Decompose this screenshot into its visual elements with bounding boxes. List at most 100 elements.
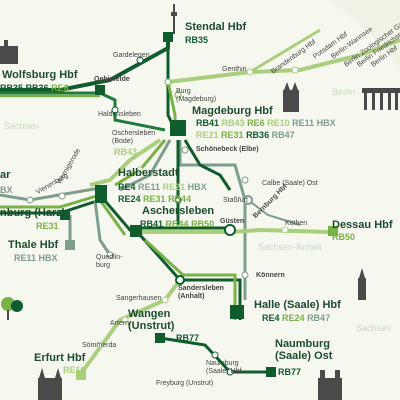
route-chip: RE31 bbox=[143, 194, 166, 204]
stop-genthin-node bbox=[164, 78, 172, 86]
label-freyburg: Freyburg (Unstrut) bbox=[156, 380, 214, 387]
route-chip: RB47 bbox=[271, 130, 295, 140]
route-chip: RB44 bbox=[165, 219, 189, 229]
hub-dessau: Dessau Hbf bbox=[332, 219, 393, 231]
stop-haldensleben bbox=[111, 106, 119, 114]
route-chip: RB50 bbox=[332, 232, 356, 242]
castle-icon bbox=[318, 370, 342, 400]
route-chip: RB36 bbox=[246, 130, 270, 140]
stop-sangerhausen bbox=[161, 296, 169, 304]
line-re24-south bbox=[143, 238, 237, 320]
tv-tower-icon bbox=[171, 4, 177, 34]
label-stassfurt: Staßfurt bbox=[223, 197, 248, 204]
route-chip: HBX bbox=[316, 118, 336, 128]
station-wangen bbox=[155, 333, 165, 343]
route-chip: RE6 bbox=[51, 83, 69, 93]
route-chip: RE24 bbox=[118, 194, 141, 204]
label-calbe: Calbe (Saale) Ost bbox=[262, 180, 318, 187]
routes-wernigerode-fragment: BX bbox=[0, 186, 13, 195]
hub-thale: Thale Hbf bbox=[8, 239, 59, 251]
route-chip: RB44 bbox=[168, 194, 192, 204]
station-magdeburg bbox=[170, 120, 186, 136]
hub-aschersleben: Aschersleben bbox=[142, 205, 215, 217]
church-icon bbox=[358, 268, 366, 300]
stop-wernigerode bbox=[58, 192, 66, 200]
line-quedlinburg bbox=[93, 199, 112, 256]
station-stendal bbox=[163, 32, 173, 42]
routes-dessau: RB50 bbox=[332, 233, 355, 242]
station-halle bbox=[230, 305, 244, 319]
label-genthin: Genthin bbox=[222, 66, 247, 73]
route-chip: RB36 bbox=[25, 83, 49, 93]
route-chip: RE4 bbox=[262, 313, 280, 323]
route-chip: RB77 bbox=[278, 367, 302, 377]
routes-oschersleben: RB43 bbox=[114, 148, 137, 157]
stop-koethen bbox=[281, 226, 289, 234]
route-chip: RE21 bbox=[196, 130, 219, 140]
cathedral-icon bbox=[283, 82, 299, 112]
label-sandersleben: Sandersleben (Anhalt) bbox=[178, 285, 224, 300]
stop-vienenburg bbox=[26, 196, 34, 204]
route-chip: RE24 bbox=[282, 313, 305, 323]
label-guesten: Güsten bbox=[220, 218, 245, 225]
label-quedlinburg: Quedlin- burg bbox=[96, 254, 123, 269]
label-soemmerda: Sömmerda bbox=[82, 342, 117, 349]
line-re1-berlin bbox=[167, 38, 400, 84]
route-chip: RB41 bbox=[140, 219, 164, 229]
line-re11 bbox=[119, 139, 172, 192]
routes-blankenburg: RE31 bbox=[36, 222, 59, 231]
line-re10 bbox=[78, 298, 166, 377]
route-chip: RB77 bbox=[176, 333, 200, 343]
line-re31-west bbox=[0, 193, 101, 209]
route-chip: RE4 bbox=[118, 182, 136, 192]
line-rb50 bbox=[135, 227, 331, 234]
stop-gardelegen bbox=[136, 56, 144, 64]
label-naumburg-hbf: Naumburg (Saale) Hbf bbox=[206, 360, 242, 375]
stop-stassfurt bbox=[174, 196, 182, 204]
hub-wernigerode-fragment: ar bbox=[0, 169, 11, 181]
label-burg: Burg (Magdeburg) bbox=[176, 88, 217, 103]
line-rb41-east bbox=[183, 139, 232, 191]
route-chip: HBX bbox=[38, 253, 58, 263]
stop-freyburg bbox=[226, 368, 234, 376]
route-chip: RE10 bbox=[63, 365, 86, 375]
hub-halberstadt: Halberstadt bbox=[118, 167, 179, 179]
station-oebisfelde bbox=[95, 85, 105, 95]
stop-burg bbox=[174, 91, 182, 99]
station-erfurt bbox=[76, 370, 86, 380]
route-chip: RE6 bbox=[247, 118, 265, 128]
brandenburg-gate-icon bbox=[362, 88, 400, 110]
factory-icon bbox=[0, 40, 18, 64]
label-oebisfelde: Oebisfelde bbox=[94, 76, 130, 83]
label-gardelegen: Gardelegen bbox=[113, 52, 150, 59]
route-chip: RB35 bbox=[0, 83, 24, 93]
hub-wangen: Wangen (Unstrut) bbox=[128, 308, 175, 333]
line-rb43 bbox=[89, 138, 162, 187]
region-berlin: Berlin bbox=[332, 87, 356, 97]
stop-soemmerda bbox=[96, 341, 104, 349]
route-chip: RE21 bbox=[162, 182, 186, 192]
route-chip: RB43 bbox=[114, 147, 138, 157]
routes-stendal: RB35 bbox=[185, 36, 208, 45]
label-koennern: Könnern bbox=[256, 272, 285, 279]
route-chip: RE10 bbox=[267, 118, 290, 128]
hub-naumburg-ost: Naumburg (Saale) Ost bbox=[275, 338, 333, 363]
stop-schoenebeck bbox=[181, 146, 189, 154]
route-chip: RB43 bbox=[221, 118, 245, 128]
route-chip: RB41 bbox=[196, 118, 220, 128]
hub-magdeburg: Magdeburg Hbf bbox=[192, 105, 273, 117]
routes-naumburg: RB77 bbox=[278, 368, 301, 377]
station-halberstadt bbox=[95, 185, 107, 203]
route-chip: RE11 bbox=[138, 182, 161, 192]
label-koethen: Köthen bbox=[285, 220, 308, 227]
station-naumburg-ost bbox=[266, 367, 276, 377]
region-sachsen-right: Sachsen bbox=[356, 323, 392, 333]
line-bernburg bbox=[247, 199, 301, 226]
station-thale bbox=[65, 240, 75, 250]
routes-wolfsburg: RB35 RB36 RE6 bbox=[0, 84, 69, 93]
route-chip: HBX bbox=[187, 182, 207, 192]
routes-halberstadt-row2: RE24 RE31 RB44 bbox=[118, 195, 191, 204]
stop-koennern bbox=[241, 271, 249, 279]
